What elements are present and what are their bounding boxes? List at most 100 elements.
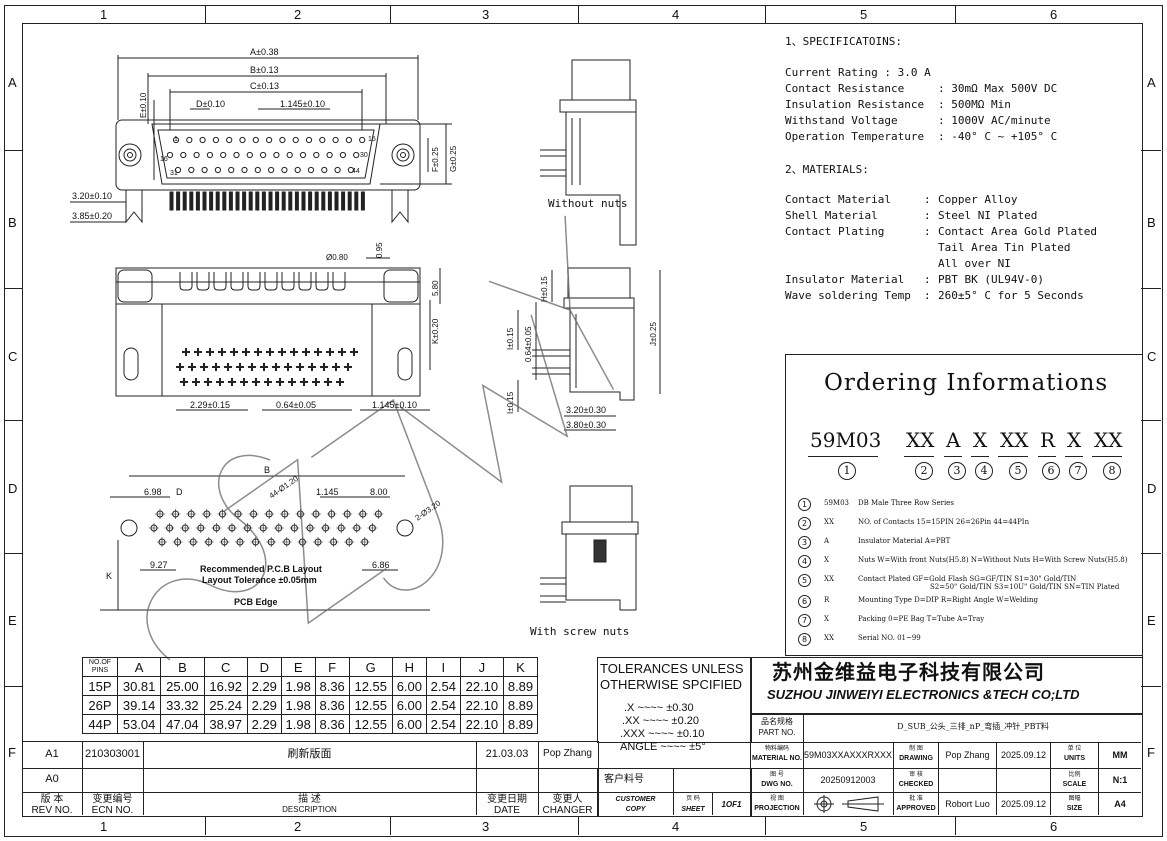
company-en: SUZHOU JINWEIYI ELECTRONICS &TECH CO;LTD xyxy=(767,687,1080,702)
dim-380: 3.80±0.30 xyxy=(566,420,606,430)
pin-tail xyxy=(268,191,273,211)
approved-label-cn: 批 准 xyxy=(909,796,923,802)
material-value: 59M03XXAXXXRXXX xyxy=(804,750,893,760)
pin-hole xyxy=(266,136,273,144)
dim-table-header: H xyxy=(391,657,427,677)
pcb-hole-crosshair xyxy=(326,509,337,519)
dim-320: 3.20±0.30 xyxy=(566,405,606,415)
pcb-hole-crosshair xyxy=(367,523,378,533)
revision-cell: A0 xyxy=(45,773,59,785)
spec-title-1: 1、SPECIFICATOINS: xyxy=(785,35,902,48)
pin-tail-mark xyxy=(194,348,202,356)
contact-prong xyxy=(179,272,193,291)
tolerance-line-3: .XXX ~~~~ ±0.10 xyxy=(620,728,705,740)
dwg-label: DWG NO. xyxy=(761,781,793,788)
grid-row-a: A xyxy=(8,75,17,90)
dim-table-cell: 8.36 xyxy=(314,676,350,696)
grid-row-c: C xyxy=(8,349,18,364)
tolerance-title-1: TOLERANCES UNLESS xyxy=(600,661,744,676)
dim-pitch: 1.145±0.10 xyxy=(280,99,325,109)
pcb-hole-crosshair xyxy=(227,523,237,533)
ordering-code-part: XX xyxy=(1094,428,1123,452)
pin-hole xyxy=(319,136,326,144)
pcb-title-1: Recommended P.C.B Layout xyxy=(200,564,322,574)
pin-hole xyxy=(199,136,206,144)
pin-tail xyxy=(288,191,293,211)
material-colon: : xyxy=(924,273,931,286)
pin-tail-mark xyxy=(284,363,292,371)
spec-label: Withstand Voltage xyxy=(785,114,898,127)
ordering-row-number: 6 xyxy=(798,595,811,608)
pin-hole xyxy=(246,151,253,159)
customer-copy-1: CUSTOMER xyxy=(615,796,656,803)
pin-tail-mark xyxy=(264,378,272,386)
units-value: MM xyxy=(1112,750,1128,760)
pcb-hole-crosshair xyxy=(211,523,222,533)
revision-head-en: ECN NO. xyxy=(91,805,134,816)
pin-hole xyxy=(233,151,240,159)
pin-hole xyxy=(180,151,187,159)
ordering-row-desc: Mounting Type D=DIP R=Right Angle W=Weld… xyxy=(858,596,1039,604)
pin-tail xyxy=(202,191,207,211)
dim-table-cell: 12.55 xyxy=(348,714,393,734)
pin-tail-mark xyxy=(272,363,280,371)
units-label: UNITS xyxy=(1064,755,1085,762)
ordering-code-underline xyxy=(904,456,934,457)
pin-tail-mark xyxy=(290,348,298,356)
ordering-code-underline xyxy=(808,456,878,457)
dim-table-cell: 1.98 xyxy=(280,676,316,696)
approved-label: APPROVED xyxy=(896,805,936,812)
pin-tail-mark xyxy=(204,378,212,386)
sheet-label: SHEET xyxy=(681,806,705,813)
ordering-code-number: 1 xyxy=(838,462,856,480)
dim-table-header: A xyxy=(116,657,162,677)
dim-a: A±0.38 xyxy=(250,47,279,57)
pin-1: 1 xyxy=(174,136,178,143)
dim-table-header: C xyxy=(203,657,248,677)
pcb-hole-crosshair xyxy=(186,509,197,519)
pin-tail xyxy=(301,191,306,211)
ordering-box xyxy=(785,354,1143,656)
pin-hole xyxy=(226,136,233,144)
customer-copy-2: COPY xyxy=(625,806,646,813)
material-label-cn: 物料编码 xyxy=(764,746,789,752)
ordering-code-part: X xyxy=(1067,428,1082,452)
ordering-row-code: XX xyxy=(824,575,834,583)
pcb-hole-crosshair xyxy=(170,509,181,519)
pin-hole xyxy=(166,151,174,159)
pcb-hole-crosshair xyxy=(279,509,290,519)
ordering-code-part: X xyxy=(973,428,988,452)
projection-label-cn: 视 图 xyxy=(770,796,784,802)
pin-hole xyxy=(193,151,200,159)
pin-tail-mark xyxy=(248,363,256,371)
pin-tail-mark xyxy=(324,378,332,386)
pin-tail xyxy=(195,191,200,211)
pin-hole xyxy=(201,166,208,174)
dim-g: G±0.25 xyxy=(449,145,458,172)
pcb-698: 6.98 xyxy=(144,487,162,497)
dim-table-header: D xyxy=(246,657,282,677)
pcb-hole-crosshair xyxy=(373,509,384,519)
material-colon: : xyxy=(924,289,931,302)
pcb-hole-crosshair xyxy=(305,523,315,533)
dim-table-cell: 8.89 xyxy=(503,714,538,734)
grid-col-1: 1 xyxy=(100,7,108,22)
pin-tail-mark xyxy=(314,348,322,356)
dim-064: 0.64±0.05 xyxy=(276,400,316,410)
dim-table-header: G xyxy=(348,657,393,677)
ordering-code-underline xyxy=(1065,456,1083,457)
pin-tail-mark xyxy=(296,363,304,371)
pin-tail-mark xyxy=(320,363,328,371)
revision-head-cn: 变更人 xyxy=(552,794,583,805)
ordering-row-desc: NO. of Contacts 15=15PIN 26=26Pin 44=44P… xyxy=(858,518,1030,526)
revision-head-en: DATE xyxy=(494,805,520,816)
pin-tail xyxy=(222,191,227,211)
material-label: Insulator Material xyxy=(785,273,905,286)
grid-row-b-right: B xyxy=(1147,215,1156,230)
material-value: Steel NI Plated xyxy=(938,209,1038,222)
ordering-row-desc: Contact Plated GF=Gold Flash SG=GF/TIN S… xyxy=(858,575,1077,583)
scale-label-cn: 比例 xyxy=(1068,772,1081,778)
tolerance-title-2: OTHERWISE SPCIFIED xyxy=(600,677,743,692)
revision-head-en: DESCRIPTION xyxy=(282,805,337,814)
dim-table-cell: 2.29 xyxy=(246,676,282,696)
